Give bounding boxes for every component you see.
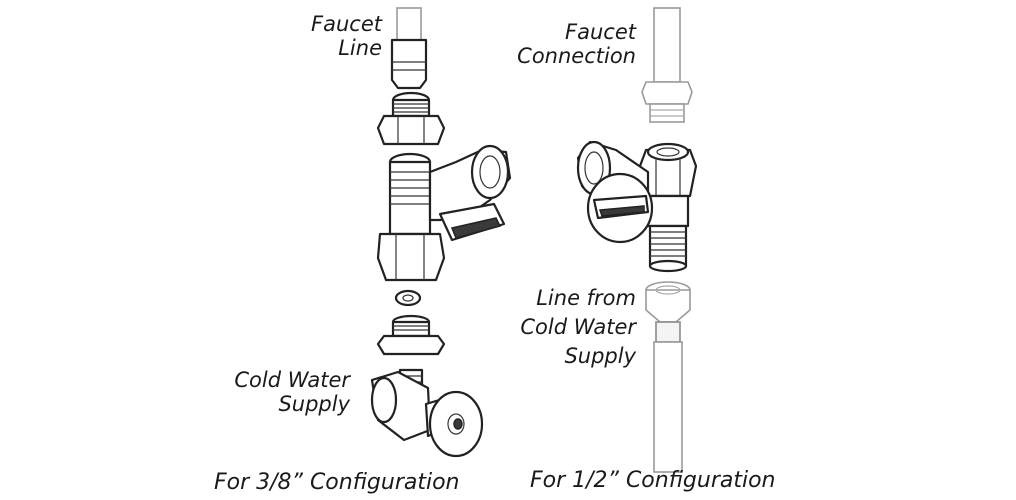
line-from-supply-label: Line from Cold Water Supply [494, 284, 636, 371]
washer [394, 289, 422, 307]
cold-water-supply-label: Cold Water Supply [200, 368, 350, 416]
line-from-supply-label-line2: Cold Water [520, 315, 636, 339]
faucet-line-tube [390, 7, 428, 90]
left-assembly [370, 7, 512, 458]
faucet-connection-tube [641, 7, 693, 123]
threaded-adapter [376, 314, 446, 356]
faucet-connection-label: Faucet Connection [494, 20, 636, 68]
angle-valve-1-2 [576, 140, 698, 273]
line-from-supply-label-line1: Line from [536, 286, 636, 310]
faucet-line-label-line2: Line [338, 36, 382, 60]
right-configuration-caption: For 1/2” Configuration [530, 468, 776, 493]
line-from-supply-label-line3: Supply [564, 344, 636, 368]
cold-water-supply-valve [370, 368, 484, 458]
faucet-connection-label-line2: Connection [517, 44, 636, 68]
faucet-line-label-line1: Faucet [311, 12, 382, 36]
cold-water-supply-label-line2: Supply [278, 392, 350, 416]
right-assembly [576, 7, 698, 473]
faucet-line-label: Faucet Line [282, 12, 382, 60]
angle-valve-3-8 [376, 144, 512, 282]
cold-water-supply-label-line1: Cold Water [234, 368, 350, 392]
threaded-nipple-top [376, 91, 446, 146]
faucet-connection-label-line1: Faucet [565, 20, 636, 44]
left-configuration-caption: For 3/8” Configuration [214, 470, 460, 495]
cold-water-supply-line [645, 281, 691, 473]
